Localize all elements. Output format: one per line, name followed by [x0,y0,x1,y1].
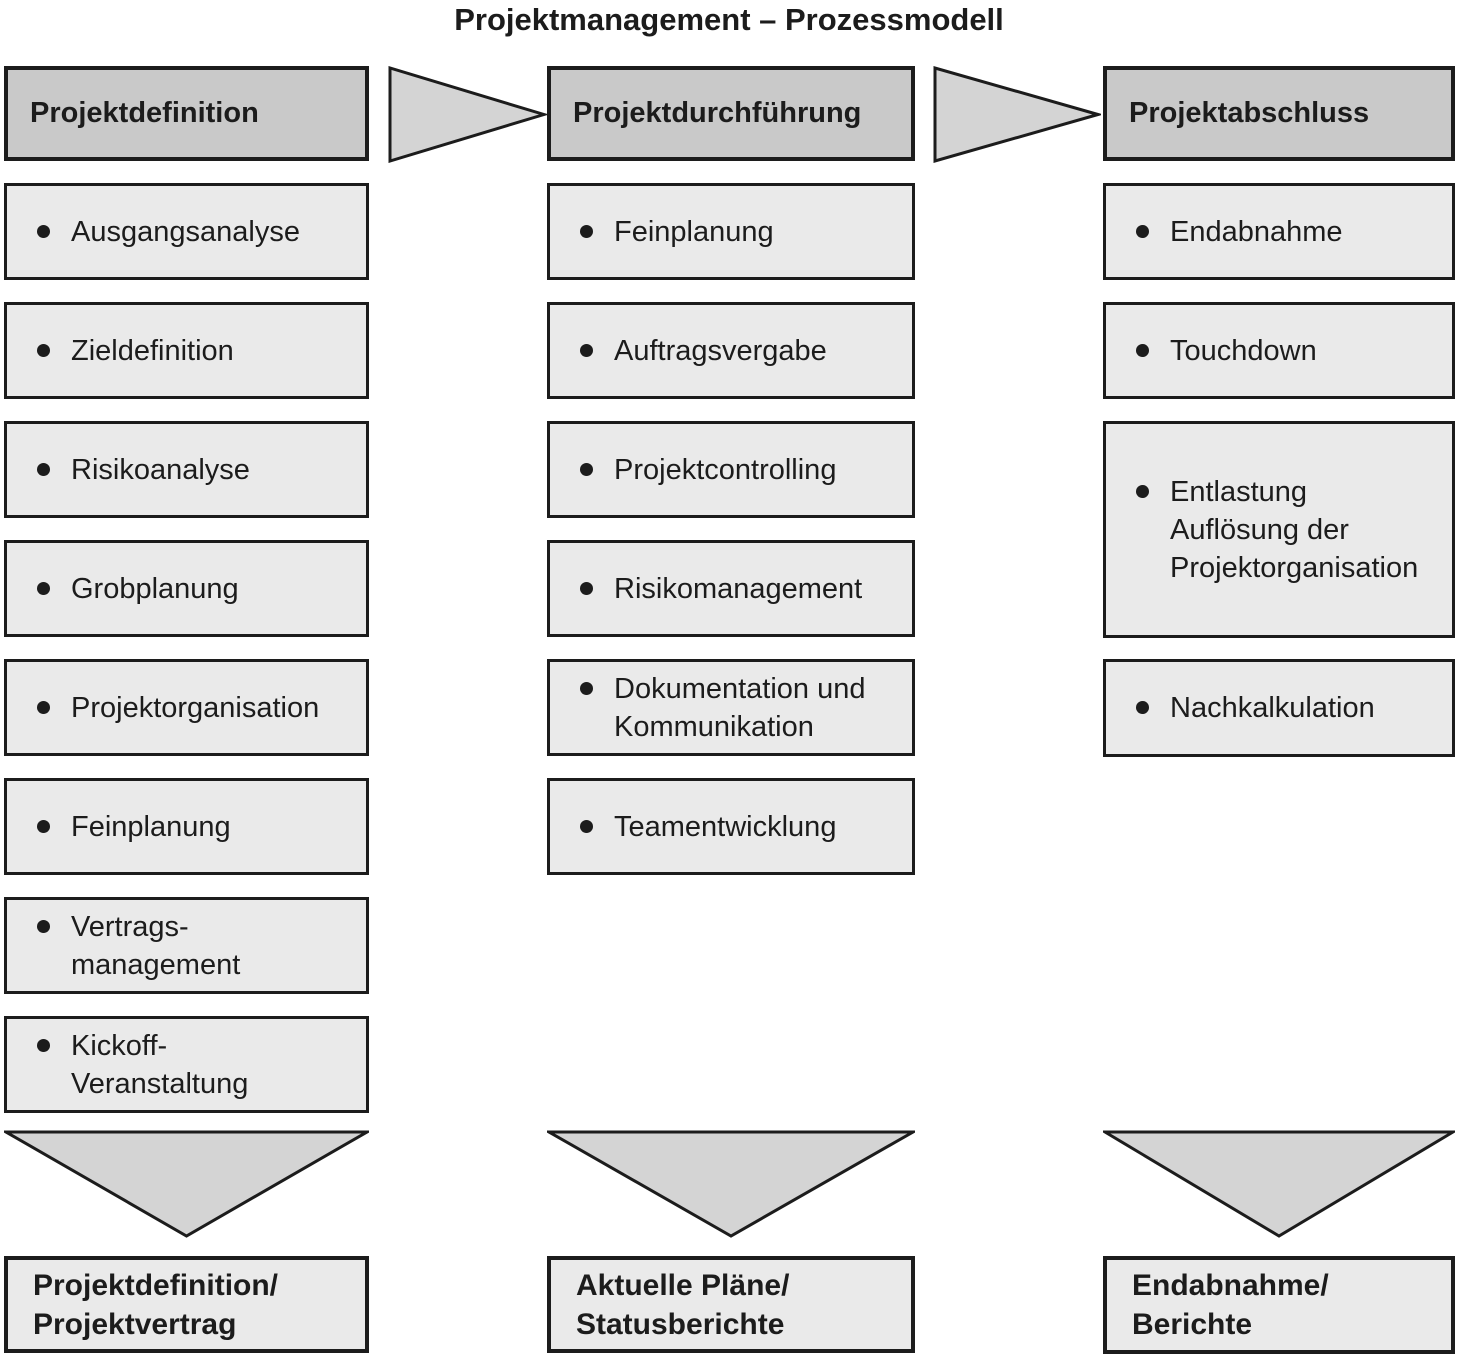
header-projektdefinition: Projektdefinition [4,66,369,161]
process-step-label: Nachkalkulation [1170,692,1375,724]
diagram-title: Projektmanagement – Prozessmodell [454,2,1004,37]
flow-arrow-right-icon [388,66,547,163]
process-step: Projektcontrolling [547,421,915,518]
output-label: Endabnahme/ Berichte [1132,1269,1329,1341]
flow-arrow-down-icon [4,1130,369,1239]
process-step: Feinplanung [4,778,369,875]
header-projektabschluss: Projektabschluss [1103,66,1455,161]
output-box-endabnahme: Endabnahme/ Berichte [1103,1256,1455,1354]
process-step: Ausgangsanalyse [4,183,369,280]
process-step-label: Projektorganisation [71,691,320,724]
bullet-icon [580,581,593,595]
header-label: Projektabschluss [1129,97,1370,129]
process-step-label: Touchdown [1170,334,1317,367]
process-step-label: Teamentwicklung [614,810,837,843]
process-step: Nachkalkulation [1103,659,1455,757]
process-step-label: Endabnahme [1170,215,1343,248]
bullet-icon [580,819,593,833]
output-box-projektdefinition: Projektdefinition/ Projektvertrag [4,1256,369,1353]
bullet-icon [37,1038,50,1052]
process-step-label: Risikomanagement [614,572,863,605]
output-label: Projektdefinition/ Projektvertrag [33,1268,279,1341]
process-step-label: Risikoanalyse [71,453,250,486]
process-step: Kickoff- Veranstaltung [4,1016,369,1113]
process-step: Feinplanung [547,183,915,280]
bullet-icon [1136,343,1149,357]
process-step-label: Feinplanung [71,810,231,843]
process-step: Risikomanagement [547,540,915,637]
process-step: Risikoanalyse [4,421,369,518]
bullet-icon [37,462,50,476]
process-step: Entlastung Auflösung der Projektorganisa… [1103,421,1455,638]
bullet-icon [37,700,50,714]
process-step: Dokumentation und Kommunikation [547,659,915,756]
process-step: Grobplanung [4,540,369,637]
bullet-icon [37,819,50,833]
bullet-icon [1136,224,1149,238]
bullet-icon [580,224,593,238]
flow-arrow-down-icon [1103,1130,1455,1239]
output-label: Aktuelle Pläne/ Statusberichte [576,1268,790,1341]
bullet-icon [37,224,50,238]
bullet-icon [580,681,593,695]
process-step-label: Vertrags- management [71,910,241,981]
process-step-label: Dokumentation und Kommunikation [614,672,866,743]
bullet-icon [1136,484,1149,498]
process-step: Vertrags- management [4,897,369,994]
process-step-label: Entlastung Auflösung der Projektorganisa… [1170,475,1419,584]
bullet-icon [37,919,50,933]
bullet-icon [37,343,50,357]
process-step: Projektorganisation [4,659,369,756]
process-step: Touchdown [1103,302,1455,399]
process-step-label: Auftragsvergabe [614,334,827,367]
process-step-label: Ausgangsanalyse [71,215,300,248]
flow-arrow-down-icon [547,1130,915,1239]
header-label: Projektdefinition [30,97,259,129]
header-projektdurchfuehrung: Projektdurchführung [547,66,915,161]
flow-arrow-right-icon [933,66,1101,163]
process-step: Auftragsvergabe [547,302,915,399]
process-step: Endabnahme [1103,183,1455,280]
bullet-icon [580,343,593,357]
process-step-label: Projektcontrolling [614,453,837,486]
process-step-label: Grobplanung [71,572,239,605]
bullet-icon [1136,701,1149,714]
output-box-aktuelle-plaene: Aktuelle Pläne/ Statusberichte [547,1256,915,1353]
process-step-label: Feinplanung [614,215,774,248]
header-label: Projektdurchführung [573,97,862,129]
bullet-icon [37,581,50,595]
process-step-label: Kickoff- Veranstaltung [71,1029,249,1100]
process-step-label: Zieldefinition [71,334,234,367]
bullet-icon [580,462,593,476]
process-step: Zieldefinition [4,302,369,399]
process-step: Teamentwicklung [547,778,915,875]
